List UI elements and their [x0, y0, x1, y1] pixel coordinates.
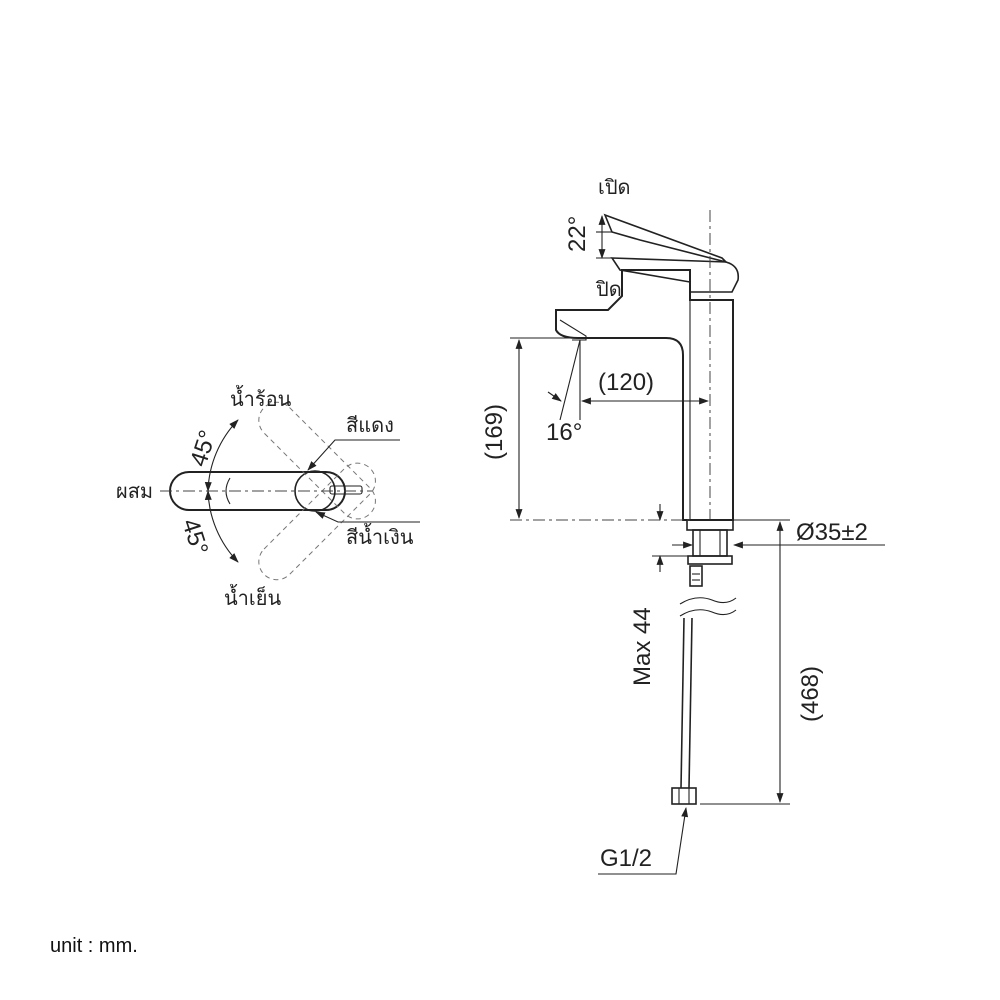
thread-leader: [598, 807, 689, 875]
max-deck-label: Max 44: [629, 607, 656, 686]
shank: [692, 529, 728, 557]
spout-reach-label: (120): [598, 369, 654, 396]
faucet-body: [555, 269, 734, 521]
hose-break: [679, 597, 737, 605]
close-label: ปิด: [596, 277, 622, 301]
rotation-arc-cold: [204, 490, 239, 563]
hose-line-left: [680, 617, 685, 789]
rotation-hot-label: 45°: [185, 427, 222, 470]
mounting-nut: [687, 555, 733, 565]
side-view: เปิด ปิด 22° 16° (120) (169) Ø35±2 Max 4…: [481, 175, 885, 875]
cold-water-label: น้ำเย็น: [224, 584, 281, 610]
handle-hot-position: [258, 401, 376, 520]
diameter-label: Ø35±2: [796, 519, 868, 546]
hose-connector: [689, 565, 703, 587]
hot-water-label: น้ำร้อน: [230, 385, 292, 411]
handle-angle-label: 22°: [564, 216, 591, 252]
lever-open: [603, 213, 729, 264]
open-label: เปิด: [598, 175, 631, 199]
rotation-cold-label: 45°: [176, 516, 213, 559]
red-label: สีแดง: [346, 413, 394, 437]
total-height-label: (468): [797, 666, 824, 722]
spout-angle-label: 16°: [546, 419, 582, 446]
pivot-circle: [294, 470, 336, 512]
base-flange: [686, 519, 734, 531]
top-view: น้ำร้อน น้ำเย็น ผสม สีแดง สีน้ำเงิน 45° …: [116, 385, 420, 610]
mix-label: ผสม: [116, 479, 153, 503]
spout-height-label: (169): [481, 404, 508, 460]
unit-note: unit : mm.: [50, 935, 138, 957]
blue-label: สีน้ำเงิน: [346, 523, 414, 549]
thread-label: G1/2: [600, 845, 652, 872]
handle-cold-position: [258, 462, 376, 581]
hose-end-fitting: [671, 787, 697, 805]
rotation-arc-hot: [204, 419, 239, 492]
hose-line-right: [688, 617, 693, 789]
lever-tip: [329, 485, 363, 495]
lever-closed: [610, 257, 740, 293]
